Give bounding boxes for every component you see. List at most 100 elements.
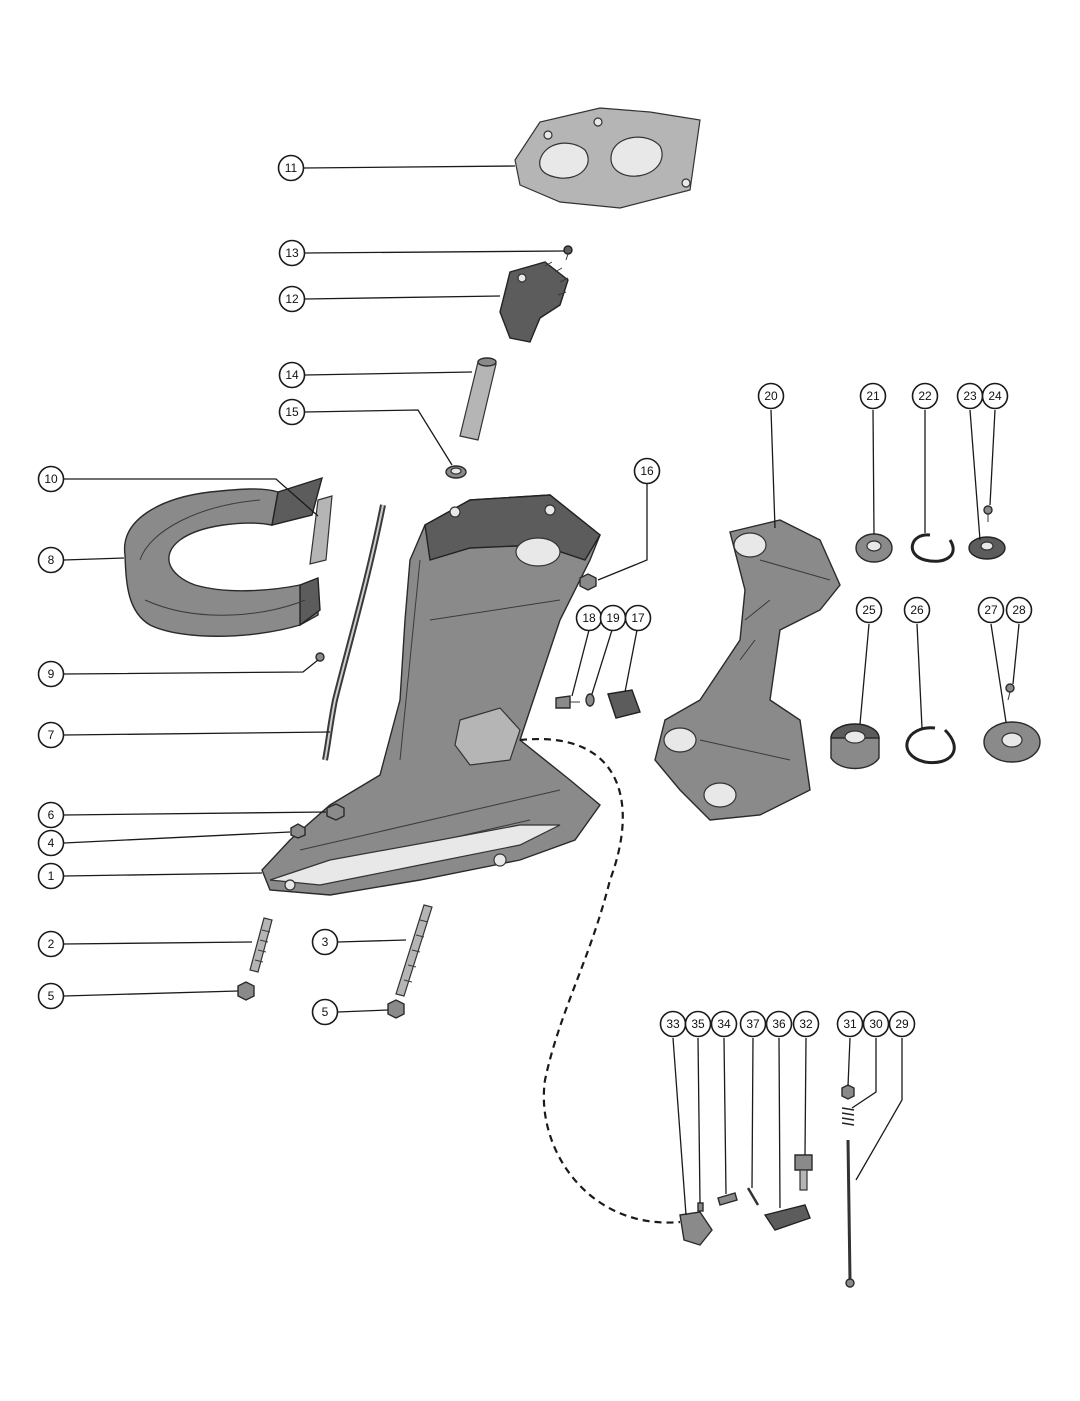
callout: 19 [599,604,627,632]
callout: 15 [278,398,306,426]
part-37-pin [746,1187,760,1206]
callout: 2 [37,930,65,958]
callout-label: 33 [666,1017,680,1031]
part-26-snap-ring [905,726,956,765]
callout-label: 35 [691,1017,705,1031]
callout: 27 [977,596,1005,624]
part-7-seal [322,504,386,761]
leader-lines [63,165,1020,1216]
callout-label: 7 [48,728,55,742]
callout: 25 [855,596,883,624]
callout: 33 [659,1010,687,1038]
part-30-spring [841,1107,855,1126]
callout-label: 21 [866,389,880,403]
callout-label: 3 [322,935,329,949]
callout-label: 14 [285,368,299,382]
part-12-bracket [499,261,569,343]
part-4-nut [290,823,306,839]
callout: 29 [888,1010,916,1038]
callout: 36 [765,1010,793,1038]
callout-label: 4 [48,836,55,850]
callout-label: 10 [44,472,58,486]
part-5-nut-left [237,981,255,1001]
callout-label: 17 [631,611,645,625]
part-27-washer [983,721,1041,763]
callout: 3 [311,928,339,956]
callout: 28 [1005,596,1033,624]
callout-label: 29 [895,1017,909,1031]
callout: 18 [575,604,603,632]
part-13-screw [563,245,573,261]
callout-label: 11 [285,161,298,175]
callout: 4 [37,829,65,857]
callout: 23 [956,382,984,410]
part-18-screw [555,695,580,709]
callout: 13 [278,239,306,267]
part-20-swivel-bracket [654,519,841,821]
part-6-nut [326,803,345,821]
part-9-nut [315,652,325,662]
part-32-bolt [794,1154,813,1191]
callout: 9 [37,660,65,688]
callout-label: 9 [48,667,55,681]
callout-label: 25 [862,603,876,617]
callout: 10 [37,465,65,493]
callout-label: 18 [582,611,596,625]
part-10-plate [309,495,333,565]
callout: 16 [633,457,661,485]
callout: 24 [981,382,1009,410]
callout: 6 [37,801,65,829]
part-36-link [763,1204,811,1231]
callout: 34 [710,1010,738,1038]
callout: 5 [37,982,65,1010]
part-2-stud [249,917,273,973]
callout-label: 20 [764,389,778,403]
part-3-stud [395,904,433,997]
callout: 26 [903,596,931,624]
callout-label: 36 [772,1017,786,1031]
part-14-tube [459,357,497,441]
part-15-grommet [445,465,467,479]
part-25-cap [830,723,880,770]
part-29-rod [845,1139,855,1288]
part-35-pin [697,1202,704,1212]
callout: 20 [757,382,785,410]
callout-label: 22 [918,389,932,403]
part-16-nut [579,573,597,591]
callout-label: 1 [48,869,55,883]
callout-label: 34 [717,1017,731,1031]
callout-label: 28 [1012,603,1026,617]
part-19-washer [585,693,595,707]
callout-label: 12 [285,292,299,306]
callout-label: 23 [963,389,977,403]
part-33-lever [679,1211,713,1246]
part-5-nut-right [387,999,405,1019]
callout-label: 15 [285,405,299,419]
callout: 35 [684,1010,712,1038]
callout: 22 [911,382,939,410]
callout: 14 [278,361,306,389]
callout-label: 5 [322,1005,329,1019]
part-11-gasket [514,107,701,209]
callout-label: 19 [606,611,620,625]
part-34-screw [717,1192,738,1206]
callout: 12 [278,285,306,313]
part-31-nut [841,1084,855,1100]
callout: 17 [624,604,652,632]
callout-label: 5 [48,989,55,1003]
callout-label: 27 [984,603,998,617]
part-1-driveshaft-housing [261,494,601,896]
callout-label: 2 [48,937,55,951]
callout: 31 [836,1010,864,1038]
callout-label: 32 [799,1017,813,1031]
callout-label: 30 [869,1017,883,1031]
callout: 32 [792,1010,820,1038]
part-8-cover [123,476,324,637]
part-21-bearing [855,533,893,563]
callout-label: 31 [843,1017,857,1031]
part-28-screw [1005,683,1015,701]
callout: 21 [859,382,887,410]
callout-label: 6 [48,808,55,822]
callout: 1 [37,862,65,890]
callout: 8 [37,546,65,574]
